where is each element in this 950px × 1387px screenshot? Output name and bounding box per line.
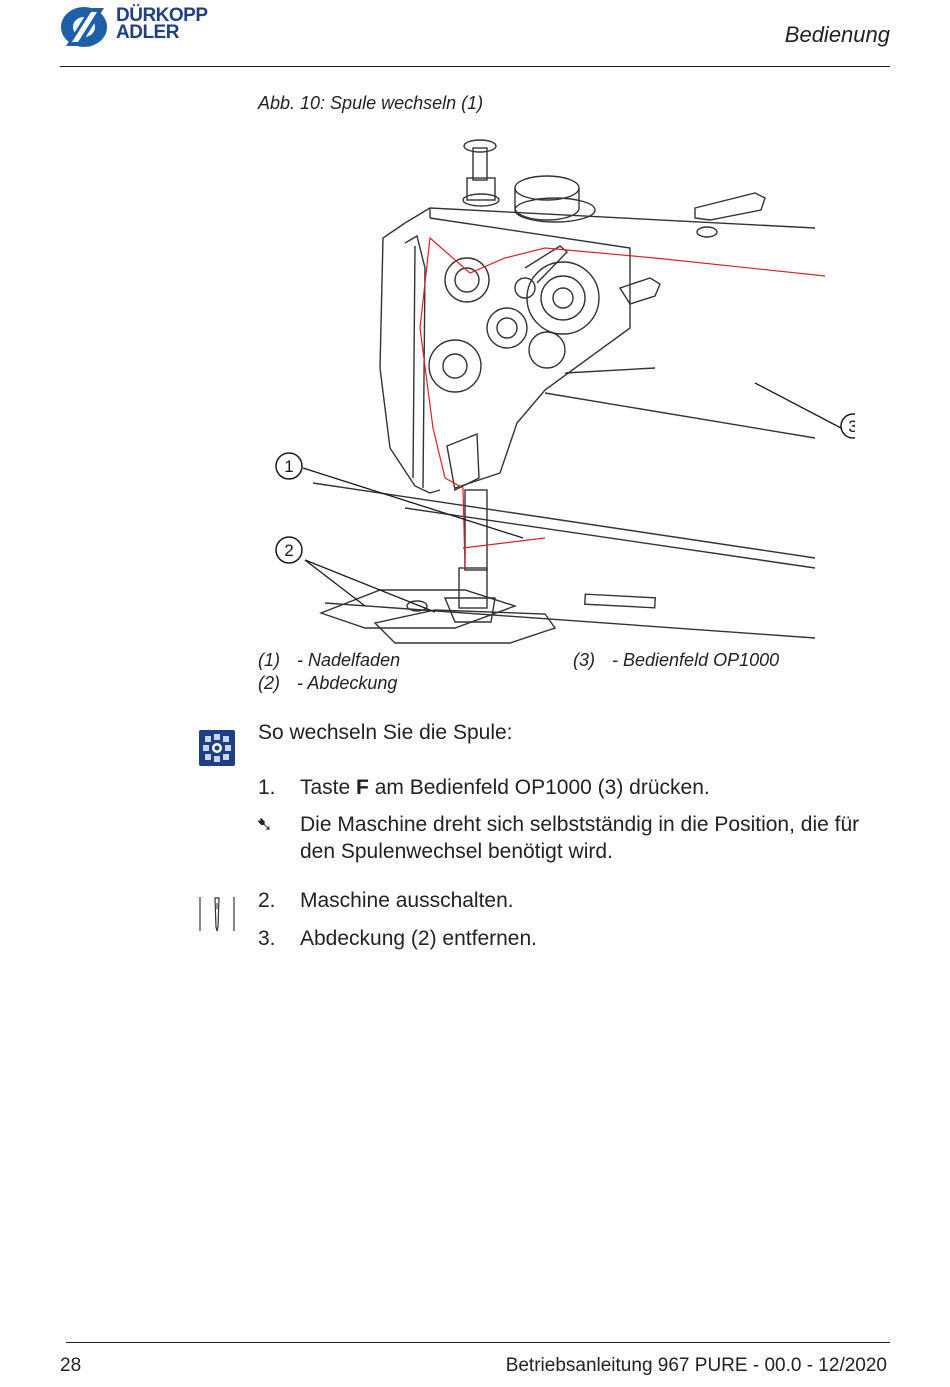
legend-text: - Nadelfaden bbox=[297, 650, 401, 670]
step-1-pre: Taste bbox=[300, 776, 357, 799]
sewing-machine-drawing: 1 2 3 bbox=[275, 139, 866, 644]
legend-number: (1) bbox=[258, 650, 280, 670]
legend-text: - Bedienfeld OP1000 bbox=[612, 650, 780, 670]
needle-icon bbox=[199, 895, 235, 933]
legend-text: - Abdeckung bbox=[297, 673, 398, 693]
step-1-key: F bbox=[356, 776, 369, 799]
legend-item-1: (1) - Nadelfaden bbox=[258, 650, 400, 671]
footer-divider bbox=[66, 1342, 890, 1343]
operator-panel-icon bbox=[199, 730, 235, 766]
legend-number: (2) bbox=[258, 673, 280, 693]
header-divider bbox=[60, 66, 890, 67]
instructions-intro: So wechseln Sie die Spule: bbox=[258, 721, 513, 744]
page-number: 28 bbox=[60, 1355, 82, 1376]
brand-name-line1: DÜRKOPP bbox=[116, 5, 208, 26]
step-1-number: 1. bbox=[258, 776, 276, 799]
callout-1-label: 1 bbox=[284, 457, 293, 476]
logo-mark-icon bbox=[61, 7, 107, 47]
callout-2-circle bbox=[275, 536, 303, 564]
section-title: Bedienung bbox=[784, 22, 890, 47]
step-1-post: am Bedienfeld OP1000 (3) drücken. bbox=[368, 776, 710, 799]
step-3-number: 3. bbox=[258, 927, 276, 950]
brand-logo bbox=[60, 6, 240, 52]
callout-3-label: 3 bbox=[848, 417, 855, 436]
result-line-2: den Spulenwechsel benötigt wird. bbox=[300, 840, 613, 863]
brand-name-line2: ADLER bbox=[116, 22, 179, 43]
brand-name: DÜRKOPP ADLER bbox=[116, 5, 208, 43]
step-2-number: 2. bbox=[258, 889, 276, 912]
step-2-text: Maschine ausschalten. bbox=[300, 889, 514, 912]
legend-number: (3) bbox=[573, 650, 595, 670]
sewing-machine-illustration: 1 2 3 bbox=[255, 128, 866, 648]
legend-item-2: (2) - Abdeckung bbox=[258, 673, 397, 694]
legend-item-3: (3) - Bedienfeld OP1000 bbox=[573, 650, 779, 671]
step-3-text: Abdeckung (2) entfernen. bbox=[300, 927, 537, 950]
document-info: Betriebsanleitung 967 PURE - 00.0 - 12/2… bbox=[505, 1355, 887, 1376]
result-arrow-icon: ➷ bbox=[256, 814, 273, 836]
result-line-1: Die Maschine dreht sich selbstständig in… bbox=[300, 813, 860, 836]
callout-1-circle bbox=[275, 452, 303, 480]
step-1-text: Taste F am Bedienfeld OP1000 (3) drücken… bbox=[300, 776, 710, 800]
callout-2-label: 2 bbox=[284, 541, 293, 560]
figure-caption: Abb. 10: Spule wechseln (1) bbox=[258, 93, 484, 113]
